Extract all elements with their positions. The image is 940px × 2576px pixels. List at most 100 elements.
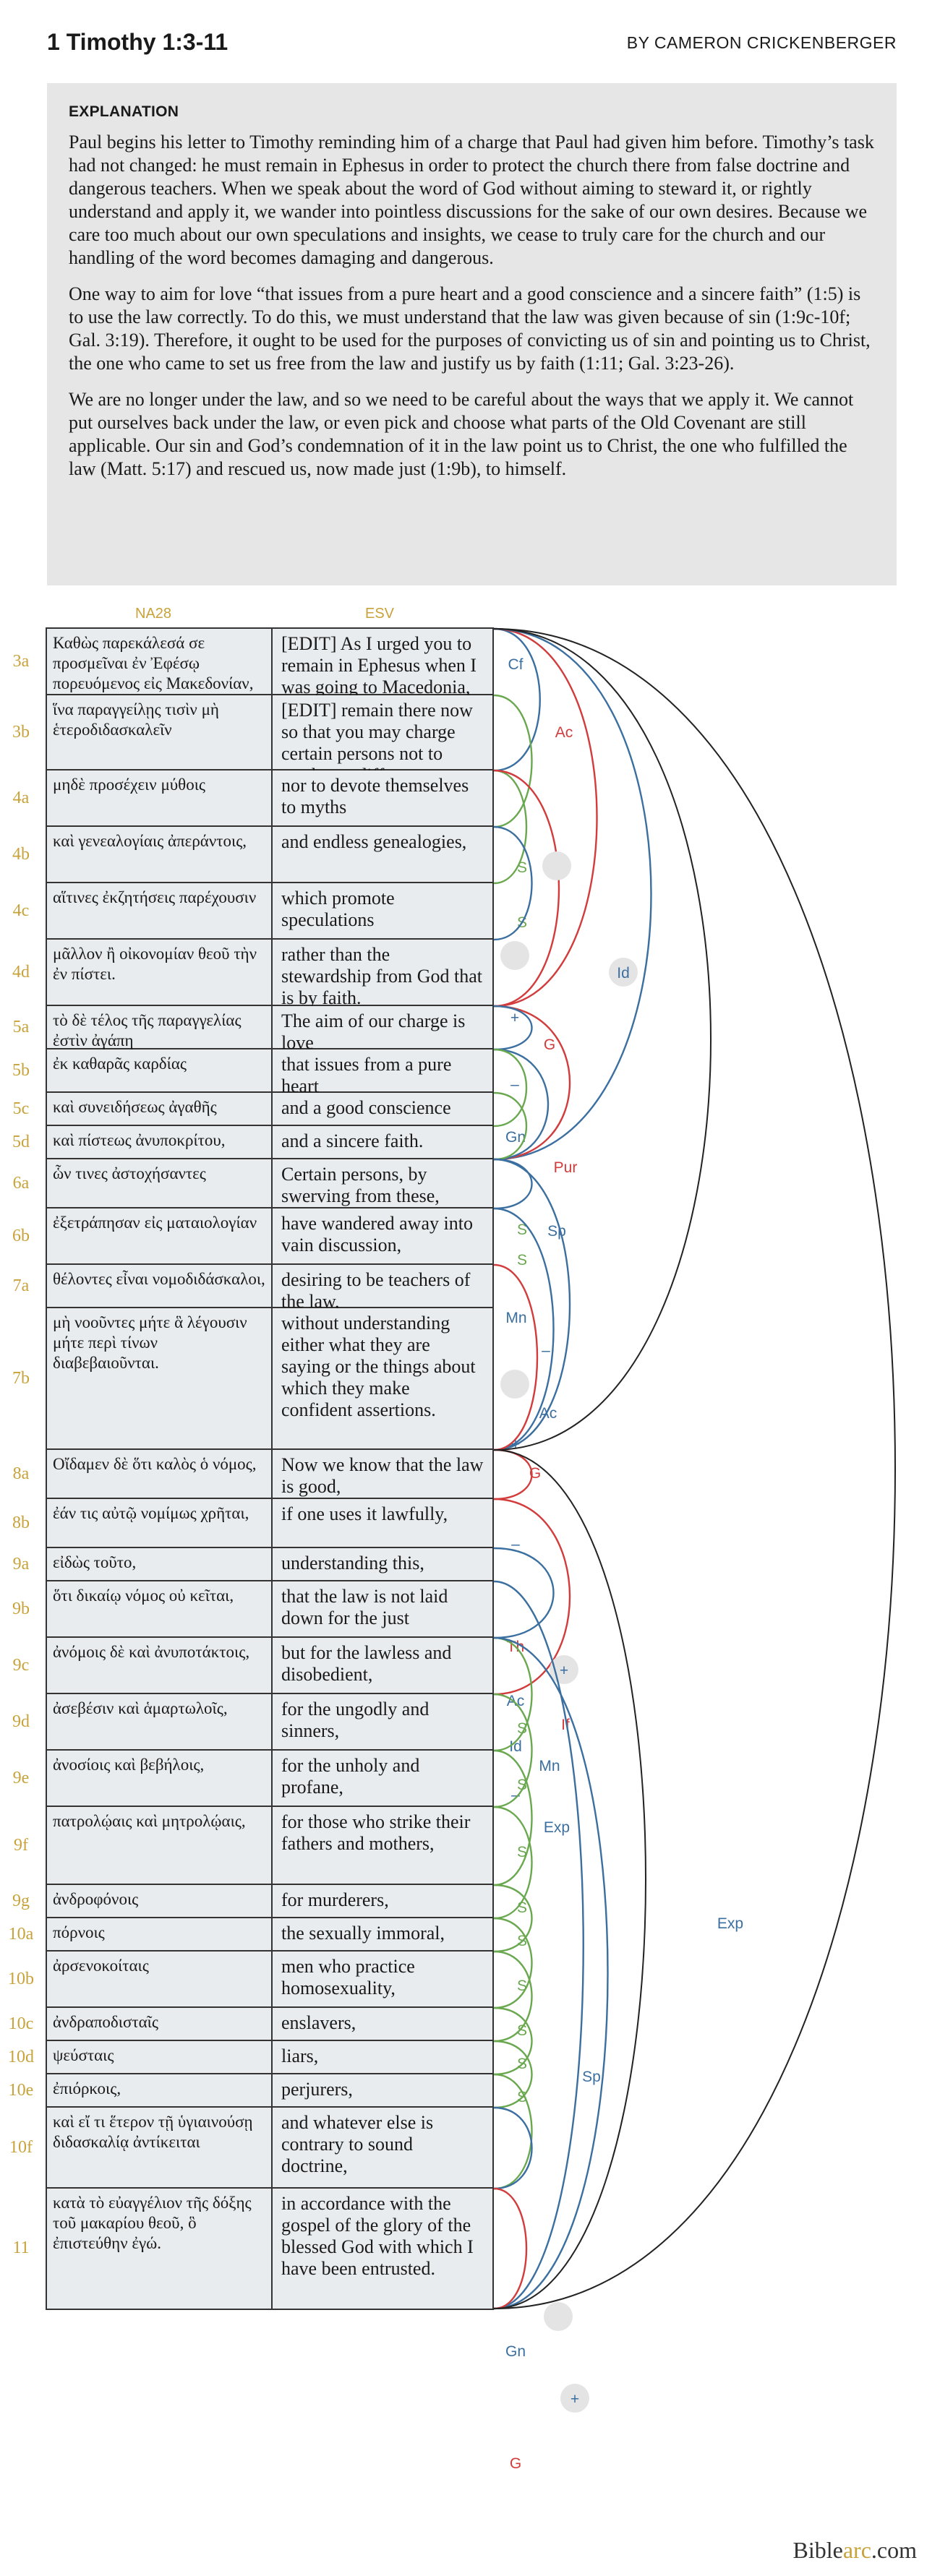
english-text: men who practice homosexuality, (281, 1956, 415, 1998)
greek-text: αἵτινες ἐκζητήσεις παρέχουσιν (47, 883, 273, 938)
verse-number: 10c (8, 2014, 34, 2033)
english-text: for those who strike their fathers and m… (281, 1811, 471, 1854)
english-text: understanding this, (281, 1553, 424, 1573)
table-row: ἀνοσίοις καὶ βεβήλοις,for the unholy and… (47, 1751, 492, 1807)
verse-number: 3a (12, 652, 30, 671)
arc-label-minus: – (510, 1076, 519, 1093)
marker-dot (560, 2384, 589, 2413)
table-row: ἐάν τις αὐτῷ νομίμως χρῆται,if one uses … (47, 1499, 492, 1548)
english-text: perjurers, (281, 2079, 353, 2100)
arc-id (493, 627, 652, 1161)
english-text: [EDIT] As I urged you to remain in Ephes… (281, 633, 477, 697)
author-byline: BY CAMERON CRICKENBERGER (626, 33, 897, 52)
greek-text: ἀνοσίοις καὶ βεβήλοις, (47, 1751, 273, 1806)
arc-label-s: S (517, 1933, 527, 1949)
verse-number: 5d (12, 1133, 30, 1151)
arc-mn (493, 1158, 533, 1210)
biblearc-logo: Biblearc.com (793, 2537, 917, 2564)
verse-number: 6a (12, 1174, 30, 1193)
english-text: have wandered away into vain discussion, (281, 1213, 473, 1255)
arc-label-mn: Mn (505, 1310, 526, 1326)
verse-number: 8a (12, 1464, 30, 1483)
passage-table: Καθὼς παρεκάλεσά σε προσμεῖναι ἐν Ἐφέσῳ … (46, 627, 494, 2310)
greek-text: πατρολῴαις καὶ μητρολῴαις, (47, 1807, 273, 1884)
arc-label-s: S (517, 1844, 527, 1860)
arc-s-series (493, 2073, 533, 2190)
table-row: εἰδὼς τοῦτο,understanding this, (47, 1548, 492, 1581)
english-text: that the law is not laid down for the ju… (281, 1586, 448, 1628)
greek-text: τὸ δὲ τέλος τῆς παραγγελίας ἐστὶν ἀγάπη (47, 1006, 273, 1049)
arc-g3 (493, 2187, 528, 2310)
english-text: rather than the stewardship from God tha… (281, 944, 483, 1008)
greek-text: Καθὼς παρεκάλεσά σε προσμεῖναι ἐν Ἐφέσῳ … (47, 629, 273, 694)
arc-label-plus: + (511, 1436, 520, 1453)
english-text: nor to devote themselves to myths (281, 775, 469, 817)
verse-number: 9f (14, 1836, 28, 1855)
verse-number: 10e (8, 2081, 34, 2100)
english-text: in accordance with the gospel of the glo… (281, 2193, 474, 2279)
arc-s-series (493, 2006, 533, 2076)
verse-number: 4c (12, 901, 30, 920)
verse-number: 9b (12, 1600, 30, 1618)
arc-label-s: S (517, 1899, 527, 1916)
table-row: ἐπιόρκοις,perjurers, (47, 2074, 492, 2108)
arc-ac (493, 627, 598, 1008)
greek-text: καὶ γενεαλογίαις ἀπεράντοις, (47, 827, 273, 882)
verse-number: 7b (12, 1369, 30, 1388)
greek-text: ψεύσταις (47, 2041, 273, 2073)
arc-label-if: If (561, 1717, 570, 1733)
greek-text: ἐξετράπησαν εἰς ματαιολογίαν (47, 1208, 273, 1263)
arc-label-minus: – (542, 1342, 550, 1359)
verse-number: 3b (12, 723, 30, 742)
arc-label-exp: Exp (717, 1915, 743, 1932)
english-text: for murderers, (281, 1889, 389, 1910)
arc-label-s: S (517, 2089, 527, 2105)
arc-label-g: G (510, 2455, 521, 2472)
arc-s1 (493, 694, 533, 828)
arc-label-exp: Exp (544, 1819, 570, 1836)
arc-label-ac: Ac (539, 1405, 557, 1422)
greek-text: καὶ πίστεως ἀνυποκρίτου, (47, 1126, 273, 1158)
table-row: καὶ γενεαλογίαις ἀπεράντοις,and endless … (47, 827, 492, 883)
explanation-paragraph-3: We are no longer under the law, and so w… (69, 389, 854, 479)
greek-text: ἀνόμοις δὲ καὶ ἀνυποτάκτοις, (47, 1638, 273, 1693)
arc-label-s: S (517, 2056, 527, 2072)
verse-number: 4b (12, 845, 30, 864)
table-row: κατὰ τὸ εὐαγγέλιον τῆς δόξης τοῦ μακαρίο… (47, 2189, 492, 2309)
logo-part-com: .com (871, 2537, 917, 2563)
verse-number: 7a (12, 1276, 30, 1295)
greek-text: ἀσεβέσιν καὶ ἁμαρτωλοῖς, (47, 1694, 273, 1749)
arc-label-sp: Sp (547, 1223, 566, 1240)
arc-label-s: S (517, 859, 527, 876)
marker-dot (500, 941, 529, 970)
english-text: if one uses it lawfully, (281, 1503, 448, 1524)
arc-label-pur: Pur (554, 1159, 578, 1176)
explanation-box: EXPLANATION Paul begins his letter to Ti… (47, 83, 897, 585)
table-row: Καθὼς παρεκάλεσά σε προσμεῖναι ἐν Ἐφέσῳ … (47, 629, 492, 697)
arc-g2 (493, 1263, 539, 1451)
greek-text: ἐκ καθαρᾶς καρδίας (47, 1049, 273, 1091)
greek-text: καὶ συνειδήσεως ἀγαθῆς (47, 1093, 273, 1125)
arc-label-s: S (517, 1720, 527, 1737)
verse-number: 10a (8, 1925, 34, 1944)
marker-dot (500, 1370, 529, 1399)
arc-if (493, 1498, 571, 1696)
verse-number: 9c (12, 1656, 30, 1675)
arc-s-series (493, 1749, 533, 1886)
explanation-heading: EXPLANATION (69, 103, 179, 120)
arc-label-plus: + (571, 2391, 579, 2408)
arc-label-plus: + (560, 1662, 568, 1679)
verse-number: 8b (12, 1514, 30, 1532)
arc-label-minus: – (511, 1536, 520, 1553)
verse-number: 9e (12, 1769, 30, 1787)
arc-gn2 (493, 2106, 533, 2190)
greek-text: πόρνοις (47, 1918, 273, 1950)
arc-label-s: S (517, 1978, 527, 1994)
table-row: καὶ εἴ τι ἕτερον τῇ ὑγιαινούσῃ διδασκαλί… (47, 2108, 492, 2189)
